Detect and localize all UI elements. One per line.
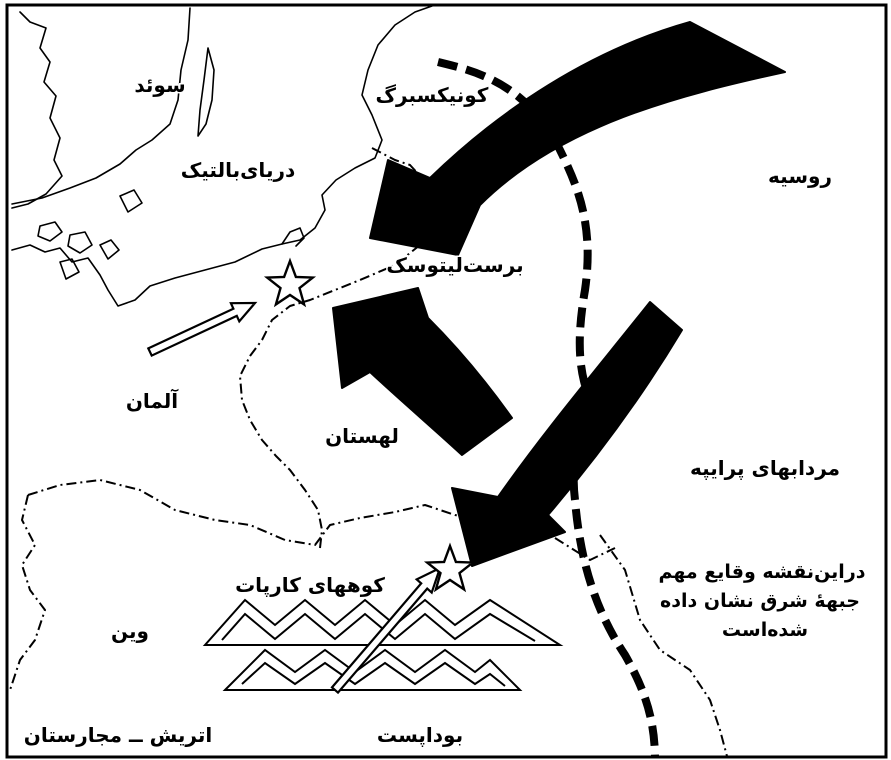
central-powers-advances	[146, 301, 442, 695]
offensive-arrow-center	[332, 287, 513, 456]
danish-island-2	[67, 231, 93, 254]
sweden-east-coast	[11, 7, 191, 205]
mountain-row-2-inner	[241, 661, 506, 687]
border-germany-poland	[239, 244, 421, 549]
outline-arrow-south-icon	[330, 565, 442, 695]
battle-markers	[263, 257, 477, 593]
mountain-row-1	[202, 598, 564, 646]
danish-island-4	[99, 239, 120, 260]
label-russia: روسیه	[768, 164, 832, 188]
label-baltic-sea: دریای‌بالتیک	[181, 158, 295, 182]
carpathian-mountains	[202, 598, 564, 691]
border-austria-hungary-west	[9, 494, 46, 691]
oland-island	[197, 47, 215, 137]
map-frame	[5, 3, 888, 759]
map-note: دراین‌نقشه وقایع مهم جبههٔ شرق نشان داده…	[658, 561, 865, 641]
label-konigsberg: کونیکسبرگ	[376, 83, 489, 107]
star-icon-carpathians	[423, 542, 477, 593]
star-icon-brest-litovsk	[263, 257, 317, 308]
russian-offensives	[332, 21, 786, 567]
label-pripet-marshes: مردابهای پرایپه	[690, 456, 840, 481]
small-island	[119, 189, 143, 213]
note-line-1: دراین‌نقشه وقایع مهم	[658, 561, 865, 583]
danish-island-3	[59, 258, 80, 280]
note-line-2: جبههٔ شرق نشان داده	[660, 590, 860, 612]
label-austria-hungary: اتریش ــ مجارستان	[24, 723, 212, 747]
coastlines	[11, 5, 433, 307]
border-austria-russia	[554, 537, 616, 561]
label-vienna: وین	[111, 619, 149, 643]
border-romania	[599, 534, 729, 757]
danish-island-1	[37, 221, 63, 242]
sweden-west-coast	[11, 11, 63, 209]
label-poland: لهستان	[325, 424, 399, 448]
map-content: سوئد کونیکسبرگ دریای‌بالتیک روسیه برست‌ل…	[9, 5, 866, 757]
offensive-arrow-south	[451, 301, 683, 567]
outline-arrow-north-icon	[146, 301, 258, 358]
german-russian-coast	[11, 5, 433, 307]
label-budapest: بوداپست	[377, 723, 463, 748]
note-line-3: شده‌است	[722, 619, 808, 641]
label-carpathians: کوههای کارپات	[235, 573, 385, 598]
place-labels: سوئد کونیکسبرگ دریای‌بالتیک روسیه برست‌ل…	[22, 72, 841, 750]
offensive-arrow-north	[369, 21, 786, 256]
mountain-row-2	[222, 648, 523, 691]
mountain-row-1-inner	[221, 612, 536, 642]
eastern-front-line	[437, 58, 659, 757]
label-germany: آلمان	[126, 388, 179, 413]
border-austria-hungary-north	[27, 479, 481, 546]
label-brest-litovsk: برست‌لیتوسک	[386, 253, 523, 277]
label-sweden: سوئد	[134, 73, 185, 97]
bay-coast-detail	[281, 227, 305, 247]
